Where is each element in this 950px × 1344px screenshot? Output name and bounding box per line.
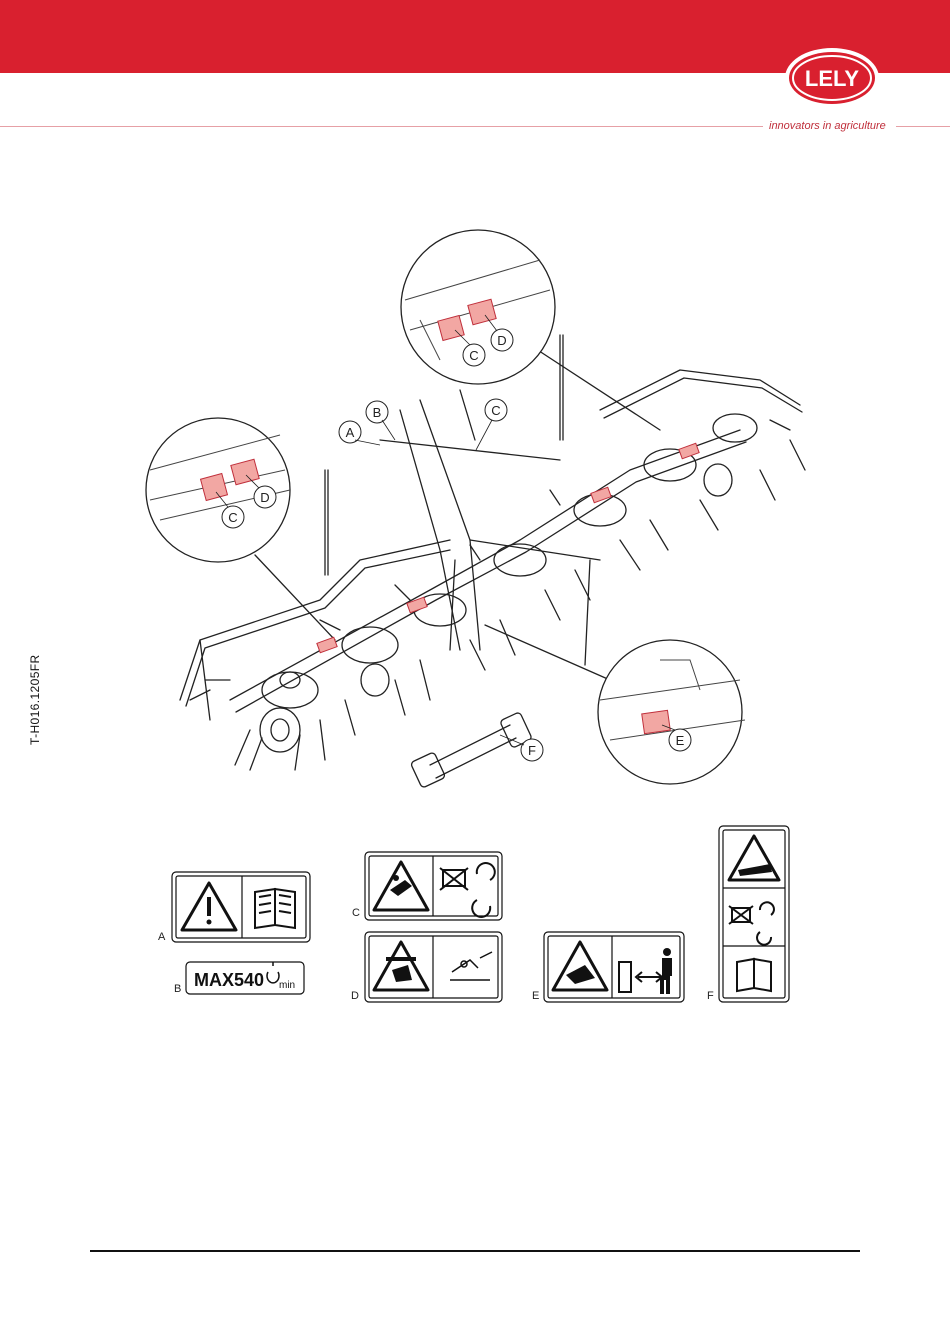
callout-d: D	[497, 333, 506, 348]
decal-label-f: F	[707, 990, 714, 1002]
decal-b-max: MAX	[194, 970, 234, 990]
callout-a: A	[346, 425, 355, 440]
decal-b-speed: 540	[234, 970, 264, 990]
decal-label-b: B	[174, 983, 181, 995]
decal-label-e: E	[532, 990, 539, 1002]
decal-label-d: D	[351, 990, 359, 1002]
footer-rule	[90, 1250, 860, 1252]
decal-label-c: C	[352, 907, 360, 919]
callout-c: C	[469, 348, 478, 363]
callout-e: E	[676, 733, 685, 748]
callout-c: C	[491, 403, 500, 418]
decal-label-a: A	[158, 931, 166, 943]
callout-b: B	[373, 405, 382, 420]
callout-f: F	[528, 743, 536, 758]
callout-d: D	[260, 490, 269, 505]
callout-c: C	[228, 510, 237, 525]
decal-b-unit: min	[279, 980, 295, 991]
